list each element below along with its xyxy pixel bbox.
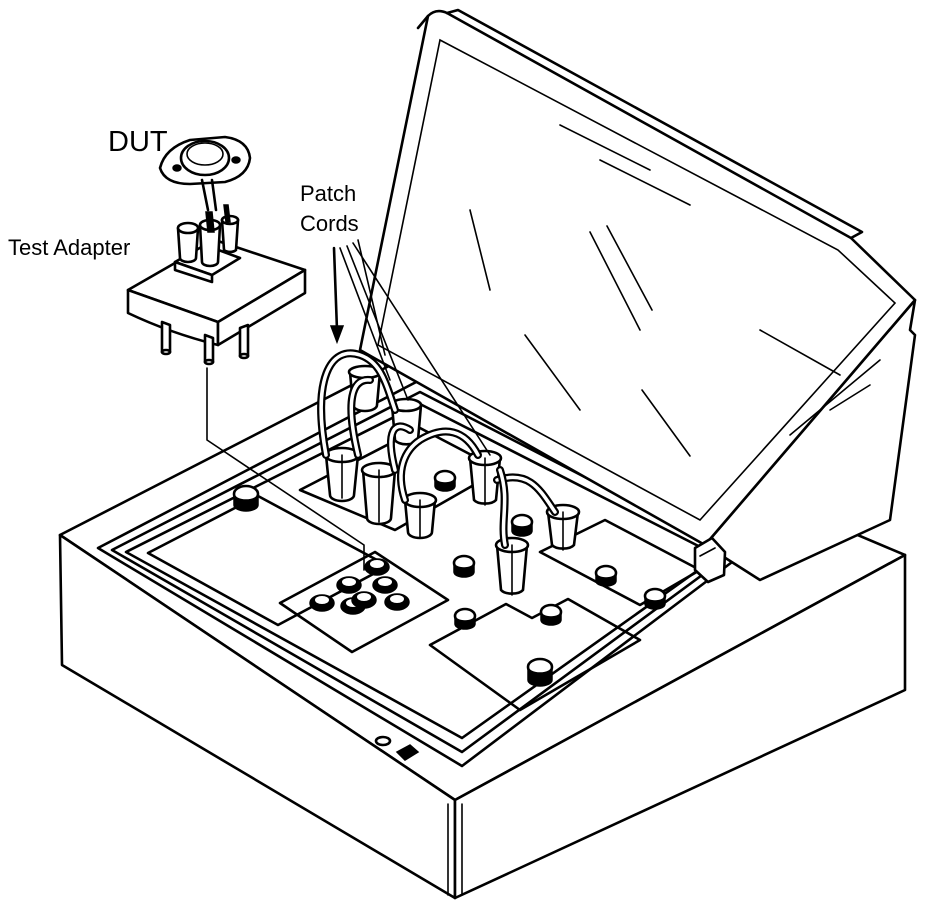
knob bbox=[232, 484, 260, 512]
adapter-pins bbox=[160, 320, 250, 366]
patch-cords bbox=[317, 349, 559, 549]
leader-lines bbox=[206, 239, 491, 571]
push-button bbox=[364, 558, 390, 576]
socket-cup bbox=[360, 461, 398, 526]
knob bbox=[526, 657, 554, 687]
knob bbox=[510, 513, 534, 537]
subpanel-bottom bbox=[428, 597, 642, 712]
lid-hinge bbox=[693, 536, 727, 584]
adapter-right bbox=[216, 268, 307, 347]
push-button bbox=[384, 593, 410, 611]
push-button bbox=[351, 591, 377, 609]
dut-component bbox=[158, 135, 252, 212]
label-dut: DUT bbox=[108, 126, 168, 158]
socket-cup bbox=[323, 446, 361, 503]
label-patch-line1: Patch bbox=[300, 181, 357, 206]
cabinet-right-face bbox=[453, 553, 907, 900]
socket-cup bbox=[494, 536, 530, 596]
glass-glare bbox=[469, 124, 881, 457]
subpanel-buttons bbox=[278, 550, 450, 654]
knob bbox=[539, 603, 563, 626]
knob bbox=[594, 564, 618, 587]
knob bbox=[453, 607, 477, 630]
push-button bbox=[309, 594, 335, 612]
knob bbox=[452, 554, 476, 578]
knob bbox=[433, 469, 457, 492]
push-button bbox=[372, 576, 398, 594]
push-button bbox=[336, 576, 362, 594]
label-patch-cords: Patch Cords bbox=[300, 179, 359, 239]
label-patch-line2: Cords bbox=[300, 211, 359, 236]
adapter-socket bbox=[176, 221, 200, 264]
front-indicator bbox=[374, 735, 392, 747]
dut-can bbox=[179, 139, 231, 177]
test-adapter bbox=[126, 204, 307, 366]
knob bbox=[643, 587, 667, 610]
knobs bbox=[232, 469, 667, 687]
label-test-adapter: Test Adapter bbox=[8, 235, 131, 260]
cabinet bbox=[58, 348, 907, 900]
lid-inner-frame bbox=[377, 38, 897, 522]
button-cluster bbox=[309, 558, 410, 615]
hinged-lid bbox=[358, 8, 917, 584]
front-switch bbox=[395, 744, 420, 761]
